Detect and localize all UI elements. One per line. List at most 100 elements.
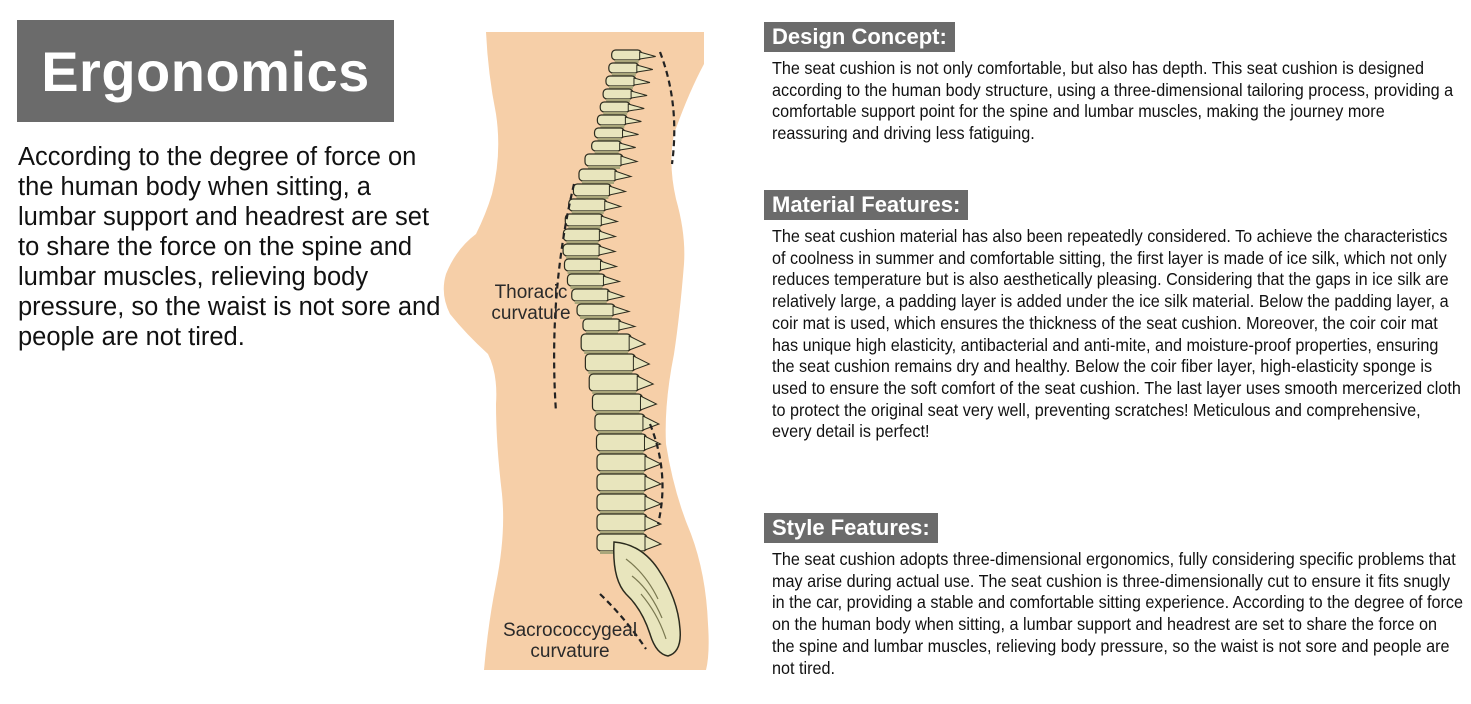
- vertebra-process: [639, 51, 656, 60]
- vertebra-process: [602, 275, 622, 286]
- vertebra-process: [598, 230, 618, 241]
- intervertebral-disc: [611, 73, 636, 76]
- vertebra: [580, 333, 632, 352]
- intervertebral-disc: [580, 316, 613, 319]
- vertebra: [562, 228, 602, 242]
- vertebra: [593, 127, 626, 139]
- vertebra-process: [614, 170, 633, 181]
- vertebra-process: [612, 305, 631, 316]
- material-features-heading: Material Features:: [764, 190, 969, 220]
- vertebra-process: [599, 260, 619, 271]
- vertebra-process: [624, 116, 642, 125]
- intervertebral-disc: [600, 531, 644, 534]
- vertebra: [584, 353, 636, 372]
- vertebra-process: [604, 200, 623, 211]
- vertebra-process: [632, 355, 651, 371]
- intervertebral-disc: [600, 125, 625, 128]
- vertebra-process: [608, 185, 628, 196]
- vertebra-process: [620, 155, 639, 166]
- vertebra: [596, 513, 648, 532]
- intervertebral-disc: [608, 86, 633, 89]
- intervertebral-disc: [576, 196, 609, 199]
- intervertebral-disc: [600, 491, 644, 494]
- intro-text: According to the degree of force on the …: [18, 143, 441, 351]
- cervical-curve-line: [658, 51, 676, 165]
- vertebra: [588, 373, 640, 392]
- intervertebral-disc: [588, 371, 633, 374]
- vertebra: [563, 258, 604, 272]
- vertebra-process: [636, 64, 653, 73]
- intervertebral-disc: [603, 112, 628, 115]
- intervertebral-disc: [585, 331, 618, 334]
- vertebra: [599, 101, 631, 113]
- vertebra: [572, 183, 613, 197]
- vertebra: [578, 168, 618, 182]
- vertebra: [605, 75, 637, 87]
- page-title: Ergonomics: [17, 20, 394, 122]
- vertebra: [591, 393, 644, 412]
- vertebra-process: [636, 375, 655, 391]
- intervertebral-disc: [568, 226, 601, 229]
- vertebra-process: [627, 103, 645, 112]
- vertebra-process: [643, 435, 662, 451]
- intervertebral-disc: [597, 431, 642, 434]
- vertebra: [568, 198, 608, 212]
- vertebra: [584, 153, 624, 167]
- intervertebral-disc: [566, 256, 599, 259]
- vertebra-process: [607, 290, 626, 301]
- vertebra: [562, 243, 602, 257]
- style-features-text: The seat cushion adopts three-dimensiona…: [772, 549, 1464, 678]
- vertebra-process: [619, 142, 636, 151]
- intervertebral-disc: [606, 99, 631, 102]
- vertebra-process: [644, 475, 663, 491]
- intervertebral-disc: [571, 211, 604, 214]
- vertebra-process: [600, 215, 620, 226]
- design-concept-section: Design Concept: The seat cushion is not …: [764, 22, 1464, 145]
- intervertebral-disc: [566, 241, 599, 244]
- vertebra: [596, 453, 648, 472]
- intervertebral-disc: [600, 471, 644, 474]
- intervertebral-disc: [581, 181, 614, 184]
- design-concept-text: The seat cushion is not only comfortable…: [772, 58, 1454, 144]
- vertebra: [582, 318, 622, 332]
- intervertebral-disc: [614, 60, 639, 63]
- intervertebral-disc: [599, 451, 644, 454]
- vertebra-process: [598, 245, 617, 256]
- design-concept-heading: Design Concept:: [764, 22, 955, 52]
- vertebra: [602, 88, 634, 100]
- vertebra: [596, 493, 648, 512]
- vertebra-process: [644, 455, 663, 471]
- material-features-text: The seat cushion material has also been …: [772, 226, 1461, 442]
- vertebra: [564, 213, 604, 227]
- vertebra-process: [644, 535, 663, 551]
- intervertebral-disc: [595, 411, 640, 414]
- sacrococcygeal-curvature-label: Sacrococcygeal curvature: [502, 620, 638, 662]
- material-features-section: Material Features: The seat cushion mate…: [764, 190, 1464, 443]
- spine-illustration: [436, 24, 736, 674]
- intervertebral-disc: [597, 138, 622, 141]
- vertebra: [595, 433, 648, 452]
- vertebra: [608, 62, 640, 74]
- vertebra-process: [622, 129, 639, 138]
- vertebra-process: [630, 90, 648, 99]
- lumbar-curve-line: [648, 423, 664, 525]
- intervertebral-disc: [567, 271, 600, 274]
- vertebra-process: [633, 77, 651, 86]
- vertebra: [594, 413, 646, 432]
- thoracic-curvature-label: Thoracic curvature: [491, 282, 571, 324]
- intervertebral-disc: [584, 351, 629, 354]
- intervertebral-disc: [570, 286, 603, 289]
- sacrum: [613, 541, 681, 657]
- body-silhouette: [443, 32, 709, 670]
- intervertebral-disc: [594, 151, 619, 154]
- vertebra-process: [644, 515, 663, 531]
- sacral-curve-line: [599, 593, 647, 650]
- sacrum-detail: [625, 558, 667, 640]
- intervertebral-disc: [588, 166, 620, 169]
- style-features-heading: Style Features:: [764, 513, 938, 543]
- vertebra-process: [618, 320, 637, 331]
- style-features-section: Style Features: The seat cushion adopts …: [764, 513, 1464, 679]
- spine-figure-svg: [443, 32, 709, 670]
- vertebra-process: [628, 335, 647, 351]
- vertebra-process: [639, 395, 658, 411]
